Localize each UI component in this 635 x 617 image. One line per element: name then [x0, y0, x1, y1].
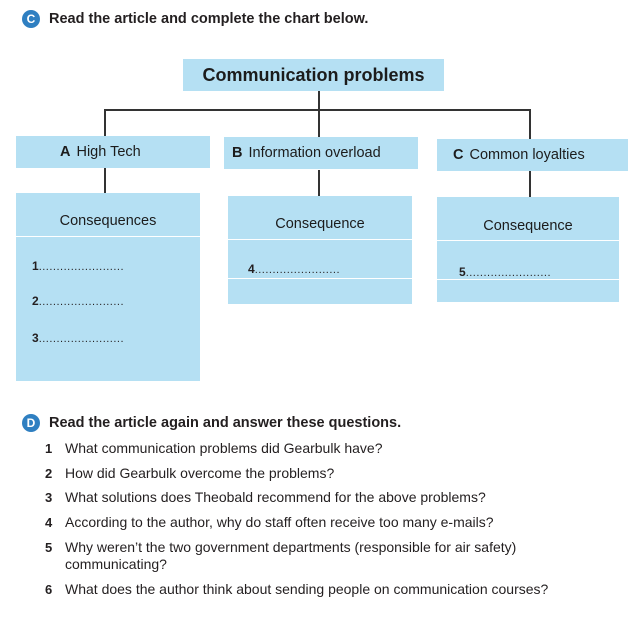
- question-number: 2: [45, 465, 53, 481]
- chart-title: Communication problems: [183, 59, 444, 91]
- connector-to-a: [104, 109, 106, 137]
- question-number: 3: [45, 490, 53, 506]
- connector-b-down: [318, 170, 320, 196]
- category-a-box: A High Tech: [16, 136, 210, 168]
- question-item: 6 What does the author think about sendi…: [45, 581, 605, 599]
- connector-to-b: [318, 109, 320, 137]
- question-item: 1 What communication problems did Gearbu…: [45, 440, 605, 458]
- answer-slot-5: 5........................: [459, 265, 552, 279]
- consequences-column-a: Consequences 1........................ 2…: [16, 193, 200, 381]
- question-list: 1 What communication problems did Gearbu…: [45, 440, 605, 606]
- answer-slot-3: 3........................: [32, 331, 125, 345]
- question-text: What communication problems did Gearbulk…: [65, 440, 383, 456]
- section-d-heading: D Read the article again and answer thes…: [22, 414, 401, 432]
- question-text: Why weren’t the two government departmen…: [65, 538, 517, 573]
- category-b-label: Information overload: [248, 145, 381, 161]
- question-number: 4: [45, 515, 53, 531]
- connector-c-down: [529, 170, 531, 197]
- question-item: 2 How did Gearbulk overcome the problems…: [45, 465, 605, 483]
- consequences-column-b: Consequence 4........................: [228, 196, 412, 304]
- column-c-divider: [437, 240, 619, 241]
- connector-title-stem: [318, 91, 320, 110]
- connector-horizontal: [104, 109, 530, 111]
- consequences-column-c: Consequence 5........................: [437, 197, 619, 302]
- connector-to-c: [529, 109, 531, 139]
- category-c-label: Common loyalties: [469, 147, 585, 163]
- answer-slot-4: 4........................: [248, 262, 341, 276]
- column-b-divider: [228, 239, 412, 240]
- connector-a-down: [104, 168, 106, 193]
- question-text: How did Gearbulk overcome the problems?: [65, 464, 335, 481]
- question-number: 5: [45, 539, 53, 555]
- section-c-badge: C: [22, 10, 40, 28]
- section-c-heading: C Read the article and complete the char…: [22, 10, 368, 28]
- question-item: 5 Why weren’t the two government departm…: [45, 539, 605, 574]
- answer-slot-1: 1........................: [32, 259, 125, 273]
- question-number: 6: [45, 581, 53, 597]
- section-c-instruction: Read the article and complete the chart …: [49, 11, 369, 27]
- question-text: What does the author think about sending…: [65, 580, 549, 597]
- category-b-letter: B: [232, 145, 243, 161]
- category-c-box: C Common loyalties: [437, 139, 628, 171]
- column-c-divider-lower: [437, 279, 619, 280]
- column-b-divider-lower: [228, 278, 412, 279]
- question-item: 3 What solutions does Theobald recommend…: [45, 489, 605, 507]
- question-item: 4 According to the author, why do staff …: [45, 514, 605, 532]
- answer-slot-2: 2........................: [32, 294, 125, 308]
- question-text: According to the author, why do staff of…: [65, 514, 494, 531]
- section-d-instruction: Read the article again and answer these …: [49, 415, 402, 431]
- question-text: What solutions does Theobald recommend f…: [65, 489, 486, 506]
- category-a-label: High Tech: [76, 144, 141, 160]
- category-b-box: B Information overload: [224, 137, 418, 169]
- column-a-divider: [16, 236, 200, 237]
- category-c-letter: C: [453, 147, 464, 163]
- column-a-heading: Consequences: [59, 213, 157, 229]
- column-b-heading: Consequence: [275, 216, 365, 232]
- category-a-letter: A: [60, 144, 71, 160]
- question-number: 1: [45, 441, 53, 456]
- section-d-badge: D: [22, 414, 40, 432]
- column-c-heading: Consequence: [483, 218, 573, 234]
